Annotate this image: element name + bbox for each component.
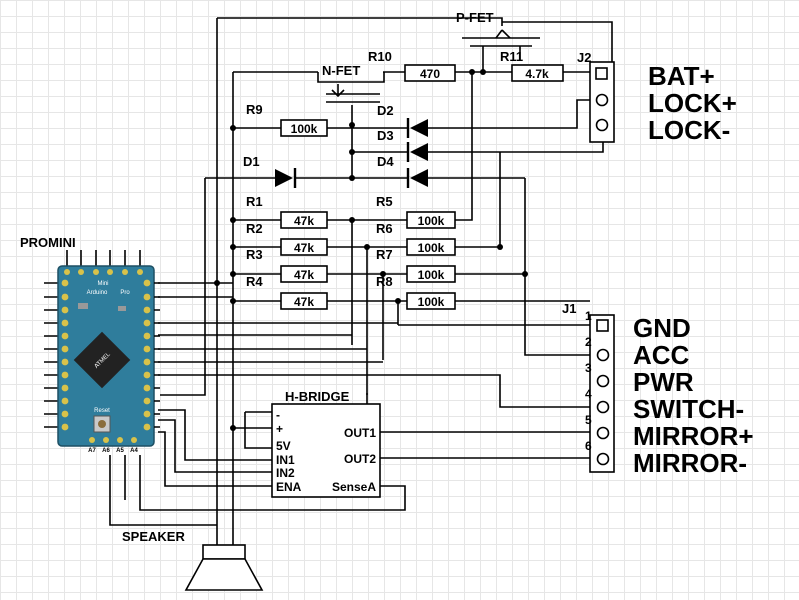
top-header-pins <box>66 250 141 266</box>
r8-value: 100k <box>418 295 445 309</box>
resistor-4th-47k: 47k <box>280 292 328 310</box>
j1-pin-3: 3 <box>585 361 592 375</box>
label-acc: ACC <box>633 340 690 370</box>
r9-value: 100k <box>291 122 318 136</box>
r6-value: 100k <box>418 241 445 255</box>
r7-value: 100k <box>418 268 445 282</box>
j1-pin-1: 1 <box>585 309 592 323</box>
r5-value: 100k <box>418 214 445 228</box>
d2-label: D2 <box>377 103 394 118</box>
diode-d4: D4 <box>377 154 428 188</box>
hb-pin-sensea: SenseA <box>332 480 376 494</box>
r11-value: 4.7k <box>525 67 549 81</box>
diode-d2: D2 <box>377 103 428 138</box>
reset-button-cap <box>98 420 106 428</box>
hb-pin-in2: IN2 <box>276 466 295 480</box>
h-bridge-title: H-BRIDGE <box>285 389 350 404</box>
n-fet: N-FET <box>317 63 385 103</box>
d1-label: D1 <box>243 154 260 169</box>
reset-label: Reset <box>94 408 110 414</box>
r10-name: R10 <box>368 49 392 64</box>
left-pins <box>44 282 58 428</box>
r4-name: R4 <box>246 274 263 289</box>
label-gnd: GND <box>633 313 691 343</box>
resistor-r10: 470 R10 <box>368 49 456 82</box>
j1-pin-4: 4 <box>585 387 592 401</box>
r2-value: 47k <box>294 214 314 228</box>
label-lock-minus: LOCK- <box>648 115 730 145</box>
r4b-value: 47k <box>294 295 314 309</box>
h-bridge: H-BRIDGE - + 5V IN1 IN2 ENA OUT1 OUT2 Se… <box>271 389 381 498</box>
label-mirror-plus: MIRROR+ <box>633 421 754 451</box>
hb-pin-out2: OUT2 <box>344 452 376 466</box>
resistor-r9: 100k R9 <box>246 102 328 137</box>
resistor-r7: 100k R7 <box>376 247 456 283</box>
hb-pin-plus: + <box>276 422 283 436</box>
r7-name: R7 <box>376 247 393 262</box>
j1-pin-2: 2 <box>585 335 592 349</box>
r3-value: 47k <box>294 241 314 255</box>
pro-mini-board: PROMINI Mini Arduin <box>20 235 160 454</box>
resistor-r8: 100k R8 <box>376 274 456 310</box>
smd-part <box>118 306 126 311</box>
j2-name: J2 <box>577 50 591 65</box>
resistor-r5: 100k <box>406 211 456 229</box>
r10-value: 470 <box>420 67 440 81</box>
j1-pin-5: 5 <box>585 413 592 427</box>
label-lock-plus: LOCK+ <box>648 88 737 118</box>
j2-labels: BAT+ LOCK+ LOCK- <box>648 61 737 145</box>
r5-name: R5 <box>376 194 393 209</box>
resistor-r11: 4.7k R11 <box>500 49 564 82</box>
r1-name: R1 <box>246 194 263 209</box>
board-text-mini: Mini <box>97 281 108 287</box>
junction-dots <box>214 69 528 431</box>
pin-a6: A6 <box>102 448 110 454</box>
r3-name: R3 <box>246 247 263 262</box>
resistor-r3: 47k R3 <box>246 238 328 262</box>
board-text-arduino: Arduino <box>87 290 108 296</box>
hb-pin-5v: 5V <box>276 439 291 453</box>
gold-pads <box>61 269 151 443</box>
speaker: SPEAKER <box>122 529 264 591</box>
d4-label: D4 <box>377 154 394 169</box>
pin-a5: A5 <box>116 448 124 454</box>
hb-pin-in1: IN1 <box>276 453 295 467</box>
n-fet-label: N-FET <box>322 63 360 78</box>
label-bat-plus: BAT+ <box>648 61 715 91</box>
r8-name: R8 <box>376 274 393 289</box>
resistor-r6: 100k R6 <box>376 221 456 256</box>
board-label: PROMINI <box>20 235 76 250</box>
board-text-pro: Pro <box>120 290 130 296</box>
speaker-label: SPEAKER <box>122 529 185 544</box>
pin-a7: A7 <box>88 448 96 454</box>
resistor-r4: 47k R4 <box>246 265 328 289</box>
hb-pin-out1: OUT1 <box>344 426 376 440</box>
label-pwr: PWR <box>633 367 694 397</box>
r6-name: R6 <box>376 221 393 236</box>
j1-pin-6: 6 <box>585 439 592 453</box>
hb-pin-ena: ENA <box>276 480 302 494</box>
d3-label: D3 <box>377 128 394 143</box>
r9-name: R9 <box>246 102 263 117</box>
connector-j2: J2 <box>577 50 615 143</box>
diode-d1: D1 <box>243 154 297 188</box>
r2-name: R2 <box>246 221 263 236</box>
label-mirror-minus: MIRROR- <box>633 448 747 478</box>
j1-name: J1 <box>562 301 576 316</box>
pin-a4: A4 <box>130 448 138 454</box>
wires <box>109 17 613 545</box>
smd-part <box>78 303 88 309</box>
hb-pin-minus: - <box>276 408 280 422</box>
connector-j1: J1 1 2 3 4 5 6 <box>562 301 615 473</box>
right-pins <box>154 282 160 428</box>
p-fet: P-FET <box>456 10 540 60</box>
j1-labels: GND ACC PWR SWITCH- MIRROR+ MIRROR- <box>633 313 754 478</box>
r11-name: R11 <box>500 49 523 64</box>
label-switch-minus: SWITCH- <box>633 394 744 424</box>
p-fet-label: P-FET <box>456 10 494 25</box>
diode-d3: D3 <box>377 128 428 162</box>
r4-value: 47k <box>294 268 314 282</box>
resistor-r2: 47k R2 <box>246 211 328 236</box>
